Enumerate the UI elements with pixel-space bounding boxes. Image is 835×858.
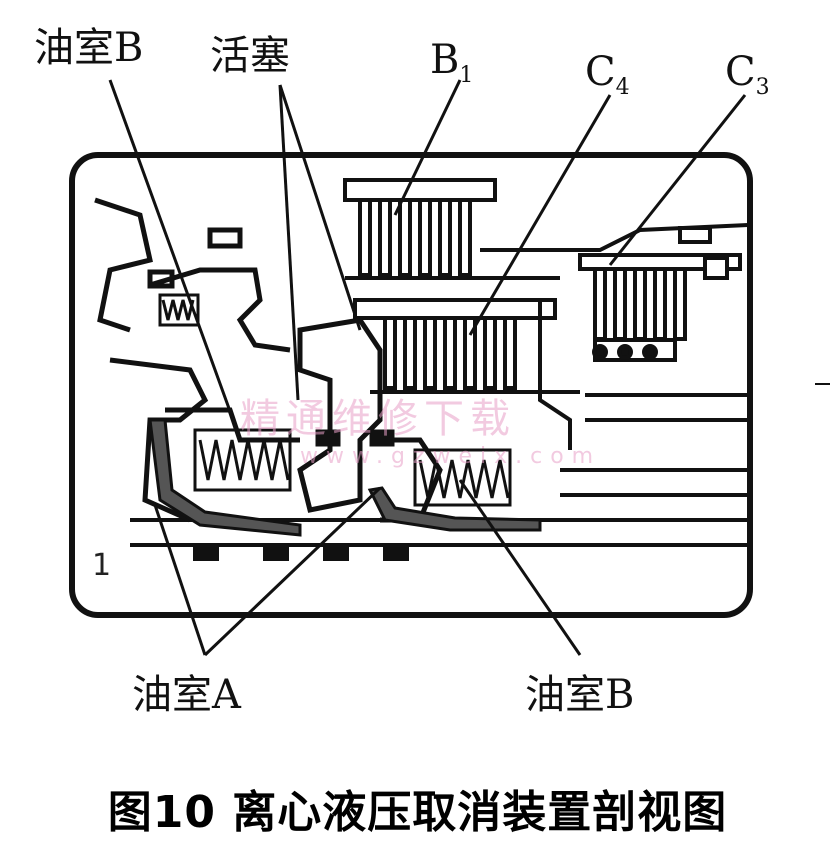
oil-chamber-a-region [148,418,542,537]
leader-oil-chamber-a-left [153,504,207,656]
leader-c4 [468,94,612,336]
leader-oil-chamber-b-bottom [458,479,582,656]
label-oil-chamber-b-top: 油室B [34,25,144,71]
leader-c3 [608,94,747,266]
label-c3-base: C [725,49,756,95]
label-piston: 活塞 [210,33,290,79]
shaft-structure [130,393,748,561]
label-c4-sub: 4 [615,75,630,100]
part-number-label: 1 [92,548,112,583]
label-c4-base: C [585,49,616,95]
leader-b1 [393,79,462,216]
watermark-text: 精通维修下载 [240,396,516,442]
label-c3: C3 [725,52,770,99]
watermark-url: www.gzweix.com [300,444,602,469]
leader-piston-left [278,84,300,401]
leader-oil-chamber-b-top [108,79,237,426]
left-return-spring [158,293,292,492]
c4-clutch-pack [353,298,580,450]
b1-clutch-pack [343,178,749,280]
leader-oil-chamber-a-right [203,486,382,657]
housing-outline [69,152,753,618]
label-c4: C4 [585,52,630,99]
label-c3-sub: 3 [755,75,770,100]
label-b1-base: B [430,37,460,83]
label-oil-chamber-b-bottom: 油室B [525,672,635,718]
figure-caption: 图10 离心液压取消装置剖视图 [107,787,728,838]
label-oil-chamber-a: 油室A [132,672,241,718]
leader-piston-right [278,84,362,331]
c3-clutch-pack [578,226,742,362]
label-b1: B1 [430,40,473,87]
leader-lines [108,79,747,657]
label-b1-sub: 1 [459,63,474,88]
